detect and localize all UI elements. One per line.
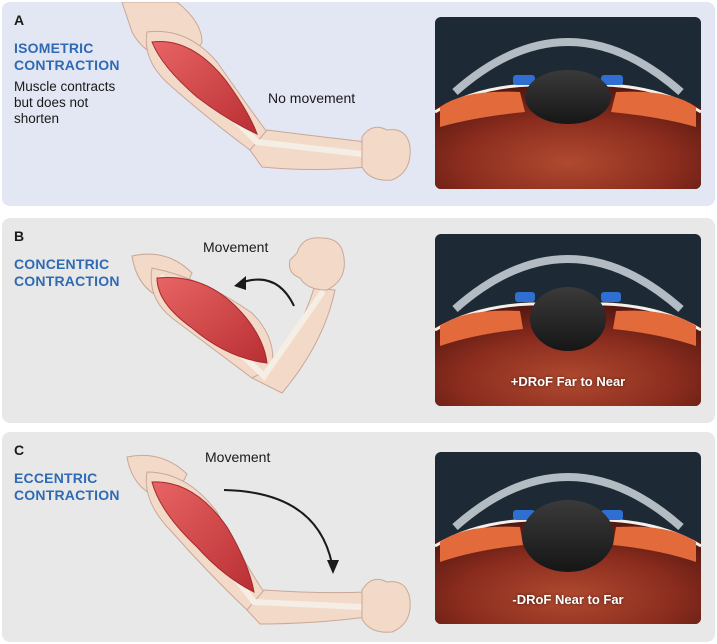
movement-label: No movement bbox=[268, 90, 356, 106]
eye-illustration: -DRoF Near to Far bbox=[435, 452, 701, 624]
contraction-description: Muscle contracts but does not shorten bbox=[14, 79, 116, 126]
eye-illustration bbox=[435, 17, 701, 189]
panel-letter: B bbox=[14, 228, 25, 244]
panel-eccentric: C ECCENTRIC CONTRACTION Movement -DRoF N… bbox=[2, 432, 715, 642]
panel-letter: A bbox=[14, 12, 25, 28]
panel-concentric: B CONCENTRIC CONTRACTION Movement +DRoF … bbox=[2, 218, 715, 423]
contraction-title: ECCENTRIC CONTRACTION bbox=[14, 470, 120, 503]
arm-extended-illustration bbox=[121, 2, 411, 181]
contraction-title: CONCENTRIC CONTRACTION bbox=[14, 256, 120, 289]
arm-flexed-illustration bbox=[131, 237, 345, 394]
contraction-title: ISOMETRIC CONTRACTION bbox=[14, 40, 120, 73]
eye-caption: +DRoF Far to Near bbox=[510, 374, 626, 389]
eye-caption: -DRoF Near to Far bbox=[512, 592, 624, 607]
panel-isometric: A ISOMETRIC CONTRACTION Muscle contracts… bbox=[2, 2, 715, 206]
panel-letter: C bbox=[14, 442, 25, 458]
arm-lowering-illustration bbox=[126, 454, 411, 633]
movement-label: Movement bbox=[205, 449, 271, 465]
eye-illustration: +DRoF Far to Near bbox=[435, 234, 701, 406]
movement-label: Movement bbox=[203, 239, 269, 255]
